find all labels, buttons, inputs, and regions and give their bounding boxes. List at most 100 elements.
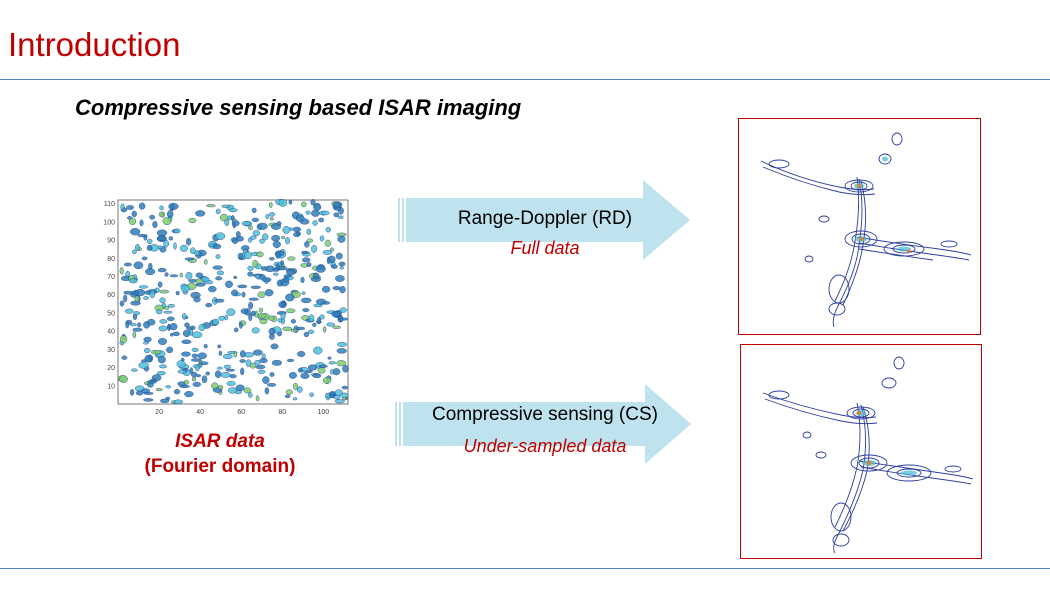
speckle	[328, 361, 337, 365]
speckle	[169, 274, 179, 278]
speckle	[259, 358, 268, 364]
speckle	[282, 226, 291, 234]
speckle	[181, 339, 192, 345]
speckle	[179, 272, 184, 278]
speckle	[198, 361, 209, 366]
speckle	[244, 251, 252, 260]
speckle	[336, 348, 347, 354]
speckle	[243, 387, 252, 394]
speckle	[191, 331, 203, 339]
speckle	[332, 325, 341, 329]
speckle	[265, 214, 270, 219]
speckle	[191, 371, 198, 378]
speckle	[137, 322, 142, 328]
speckle	[219, 213, 229, 222]
speckle	[217, 344, 222, 349]
speckle	[288, 371, 297, 379]
cs-isar-image	[740, 344, 982, 559]
speckle	[275, 263, 280, 271]
speckle	[248, 225, 253, 231]
cs-arrow-label: Compressive sensing (CS)	[432, 404, 658, 425]
speckle	[149, 290, 156, 299]
speckle	[260, 266, 268, 271]
speckle	[179, 384, 190, 389]
speckle	[319, 210, 330, 216]
speckle	[330, 247, 334, 252]
speckle	[182, 313, 187, 320]
speckle	[247, 271, 254, 277]
speckle	[295, 215, 305, 222]
speckle	[240, 367, 245, 376]
speckle	[313, 203, 322, 211]
speckle	[125, 321, 130, 329]
speckle	[339, 315, 344, 323]
speckle	[173, 389, 181, 395]
speckle	[211, 318, 220, 326]
y-tick-label: 90	[107, 238, 115, 245]
y-tick-label: 30	[107, 347, 115, 354]
speckle	[285, 237, 290, 245]
speckle	[166, 210, 174, 218]
speckle	[168, 202, 179, 210]
speckle	[191, 376, 197, 382]
speckle	[307, 364, 318, 371]
speckle	[339, 266, 344, 270]
speckle	[128, 217, 137, 225]
speckle	[191, 347, 199, 353]
speckle	[128, 278, 138, 284]
speckle	[143, 398, 154, 402]
rd-isar-image	[738, 118, 981, 335]
speckle	[277, 317, 283, 323]
title-divider	[0, 79, 1050, 80]
speckle	[336, 341, 348, 347]
speckle	[301, 201, 307, 208]
speckle	[272, 240, 281, 249]
speckle	[133, 311, 140, 316]
speckle	[198, 324, 206, 331]
speckle	[310, 198, 316, 206]
speckle	[315, 298, 327, 305]
speckle	[146, 318, 156, 326]
speckle	[325, 226, 331, 233]
speckle	[322, 249, 333, 255]
speckle	[270, 343, 279, 350]
speckle	[272, 272, 279, 276]
speckle	[119, 267, 124, 275]
speckle	[158, 325, 168, 332]
speckle	[205, 302, 213, 308]
footer-divider	[0, 568, 1050, 569]
speckle	[208, 285, 217, 293]
speckle	[231, 215, 235, 221]
speckle	[330, 368, 334, 375]
speckle	[129, 388, 135, 396]
speckle	[270, 223, 282, 230]
speckle	[189, 367, 194, 374]
speckle	[131, 368, 138, 372]
speckle	[176, 360, 186, 368]
speckle	[300, 297, 312, 304]
speckle	[231, 237, 239, 244]
speckle	[241, 221, 251, 226]
speckle	[138, 285, 149, 289]
speckle	[303, 331, 310, 338]
speckle	[212, 265, 223, 270]
speckle	[159, 319, 168, 324]
speckle	[332, 201, 342, 209]
speckle	[226, 308, 236, 316]
speckle	[215, 254, 221, 259]
speckle	[262, 376, 270, 384]
speckle	[180, 284, 190, 293]
speckle	[308, 314, 315, 323]
speckle	[252, 259, 259, 268]
speckle	[149, 378, 158, 382]
speckle	[336, 232, 347, 237]
speckle	[191, 353, 199, 358]
speckle	[173, 228, 181, 234]
speckle	[155, 388, 163, 392]
speckle	[240, 308, 249, 315]
speckle	[264, 289, 274, 297]
x-tick-label: 20	[155, 409, 163, 416]
speckle	[258, 307, 264, 313]
speckle	[302, 308, 310, 313]
speckle	[252, 230, 260, 237]
